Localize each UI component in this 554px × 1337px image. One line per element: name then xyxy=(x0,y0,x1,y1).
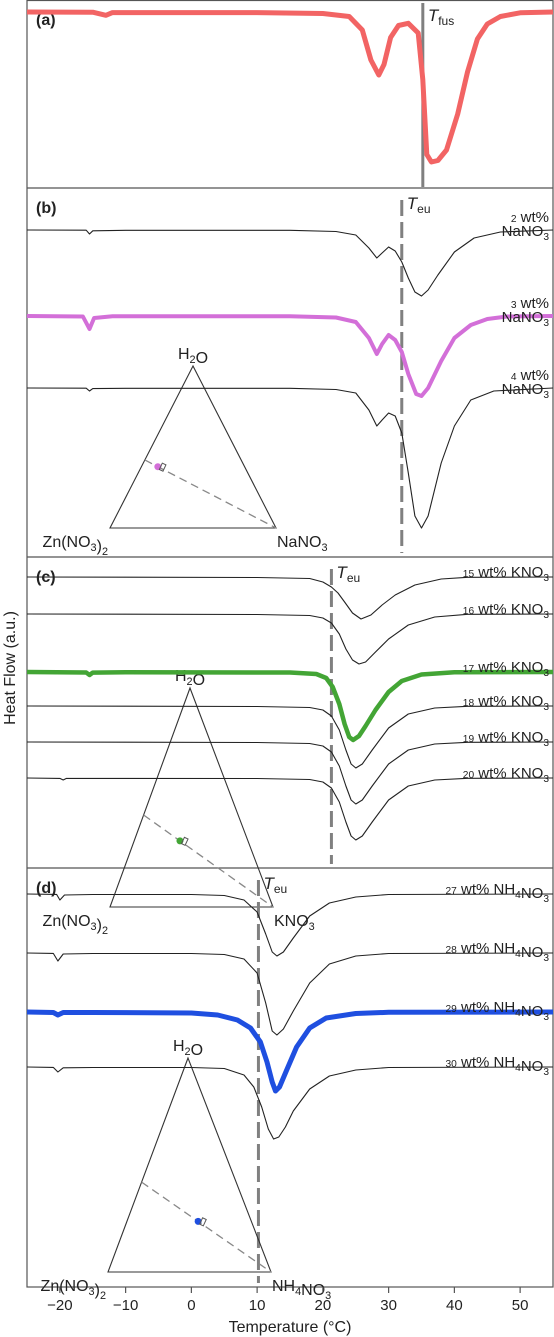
series-label: NaNO3 xyxy=(502,381,550,401)
x-tick-label: −20 xyxy=(47,1297,72,1314)
series-label: NaNO3 xyxy=(502,309,550,329)
dsc-curve xyxy=(26,741,554,805)
panel-letter: (a) xyxy=(36,12,56,29)
ternary-vertex-left: Zn(NO3)2 xyxy=(41,1278,106,1302)
x-tick-label: 40 xyxy=(446,1297,463,1314)
ternary-triangle xyxy=(107,1056,272,1273)
composition-range-marker xyxy=(180,836,189,847)
composition-line xyxy=(143,814,274,908)
dsc-curve xyxy=(26,576,554,620)
dsc-curve xyxy=(26,613,554,665)
composition-line xyxy=(141,1181,272,1273)
series-label: 27 wt% NH4NO3 xyxy=(445,881,549,905)
dsc-curve xyxy=(26,1009,554,1094)
series-label: 19 wt% KNO3 xyxy=(463,729,550,749)
series-label: NaNO3 xyxy=(502,223,550,243)
x-tick-label: 30 xyxy=(380,1297,397,1314)
dsc-curve xyxy=(26,777,554,841)
composition-line xyxy=(144,459,277,529)
series-label: 3 wt% xyxy=(511,295,549,312)
composition-range-marker xyxy=(158,462,167,472)
ternary-vertex-right: NH4NO3 xyxy=(272,1278,331,1302)
temperature-marker-label: Teu xyxy=(263,874,287,896)
ternary-vertex-right: KNO3 xyxy=(274,913,315,933)
series-label: 30 wt% NH4NO3 xyxy=(445,1054,549,1078)
ternary-triangle xyxy=(109,364,277,529)
temperature-marker-label: Tfus xyxy=(428,6,454,28)
panel-letter: (b) xyxy=(36,200,56,217)
ternary-vertex-left: Zn(NO3)2 xyxy=(43,534,108,558)
dsc-curve xyxy=(26,9,554,165)
ternary-vertex-top: H2O xyxy=(175,668,205,689)
series-label: 15 wt% KNO3 xyxy=(463,564,550,584)
ternary-inset: H2O Zn(NO3)2 NaNO3 xyxy=(43,346,328,558)
x-tick-label: −10 xyxy=(113,1297,138,1314)
series-label: 16 wt% KNO3 xyxy=(463,601,550,621)
dsc-curve xyxy=(26,314,554,398)
x-tick-label: 50 xyxy=(512,1297,529,1314)
series-label: 28 wt% NH4NO3 xyxy=(445,940,549,964)
x-tick-label: 20 xyxy=(315,1297,332,1314)
panel-a: (a) Tfus xyxy=(26,3,554,187)
series-label: 4 wt% xyxy=(511,367,549,384)
dsc-curve xyxy=(26,669,554,743)
dsc-curve xyxy=(26,952,554,1036)
dsc-curve xyxy=(26,705,554,769)
plot-frame xyxy=(26,0,554,1288)
temperature-marker-label: Teu xyxy=(407,194,431,216)
series-label: 20 wt% KNO3 xyxy=(463,765,550,785)
y-axis-label: Heat Flow (a.u.) xyxy=(2,611,19,725)
ternary-vertex-left: Zn(NO3)2 xyxy=(43,913,108,937)
series-label: 18 wt% KNO3 xyxy=(463,693,550,713)
panel-letter: (d) xyxy=(36,880,56,897)
ternary-triangle xyxy=(109,686,274,908)
dsc-curve xyxy=(26,387,554,529)
dsc-curve xyxy=(26,1066,554,1140)
temperature-marker-label: Teu xyxy=(336,563,360,585)
series-label: 17 wt% KNO3 xyxy=(463,659,550,679)
x-axis-label: Temperature (°C) xyxy=(229,1319,352,1336)
x-tick-label: 10 xyxy=(249,1297,266,1314)
ternary-vertex-right: NaNO3 xyxy=(277,534,328,554)
series-label: 29 wt% NH4NO3 xyxy=(445,999,549,1023)
composition-range-marker xyxy=(198,1217,207,1227)
dsc-curve xyxy=(26,229,554,297)
x-tick-label: 0 xyxy=(187,1297,195,1314)
series-label: 2 wt% xyxy=(511,209,549,226)
ternary-vertex-top: H2O xyxy=(178,346,208,367)
ternary-vertex-top: H2O xyxy=(173,1038,203,1059)
ternary-inset: H2O Zn(NO3)2 NH4NO3 xyxy=(41,1038,332,1302)
dsc-curve xyxy=(26,893,554,957)
ternary-inset: H2O Zn(NO3)2 KNO3 xyxy=(43,668,315,937)
